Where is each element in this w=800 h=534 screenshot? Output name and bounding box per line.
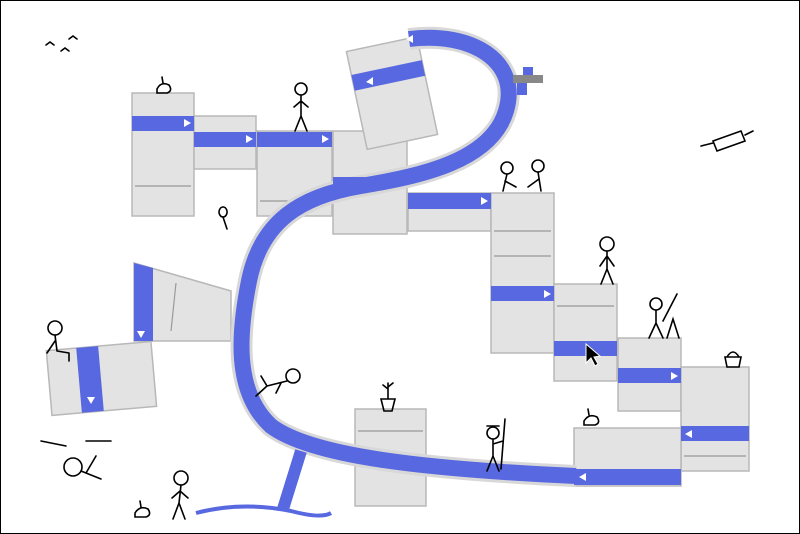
arrow-right-icon bbox=[544, 290, 551, 298]
arrow-right-icon bbox=[184, 119, 191, 127]
stick-figure-bottom-left bbox=[171, 470, 189, 520]
stick-figure-sliding bbox=[255, 368, 301, 397]
box-7 bbox=[553, 283, 618, 382]
rabbit-icon bbox=[583, 408, 600, 426]
bar-2 bbox=[194, 132, 256, 147]
box-tilted-left bbox=[45, 340, 158, 417]
bar-trapezoid bbox=[134, 263, 153, 341]
mouse-cursor-icon bbox=[585, 342, 602, 367]
stick-figure-sitting-left bbox=[46, 320, 70, 362]
bar-tilted-left bbox=[76, 346, 104, 413]
faucet-icon bbox=[513, 67, 543, 95]
arrow-left-icon bbox=[366, 77, 373, 85]
stick-figures-chess bbox=[500, 159, 545, 192]
arrow-left-icon bbox=[685, 430, 692, 438]
rabbit-icon bbox=[156, 76, 172, 94]
arrow-left-icon bbox=[406, 35, 413, 43]
balloon-icon bbox=[218, 206, 228, 230]
bar-8 bbox=[618, 368, 681, 383]
arrow-right-icon bbox=[322, 135, 329, 143]
stick-figure-drones bbox=[40, 440, 112, 480]
arrow-right-icon bbox=[481, 197, 488, 205]
box-6 bbox=[490, 192, 555, 354]
water-splash bbox=[195, 504, 333, 518]
bar-9 bbox=[681, 426, 749, 441]
stick-figure-standing bbox=[599, 236, 615, 285]
rabbit-icon bbox=[134, 500, 151, 518]
bar-3 bbox=[257, 132, 332, 147]
pipe bbox=[233, 29, 577, 484]
pipe-spout bbox=[277, 449, 307, 511]
box-9 bbox=[680, 366, 750, 472]
bar-1 bbox=[132, 116, 194, 131]
stick-figure-top bbox=[293, 82, 309, 132]
arrow-down-icon bbox=[87, 397, 95, 404]
basket-icon bbox=[724, 351, 742, 368]
arrow-down-icon bbox=[137, 331, 145, 338]
arrow-right-icon bbox=[671, 372, 678, 380]
bird-icon bbox=[45, 35, 78, 52]
satellite-icon bbox=[700, 129, 754, 153]
bar-4 bbox=[333, 177, 373, 191]
arrow-left-icon bbox=[579, 473, 586, 481]
stick-figure-telescope bbox=[648, 293, 680, 339]
bar-5 bbox=[408, 193, 491, 209]
plant-pot-icon bbox=[379, 382, 397, 412]
stick-figure-gardener bbox=[486, 418, 506, 472]
bar-6 bbox=[491, 286, 554, 301]
bar-10 bbox=[574, 469, 681, 485]
arrow-right-icon bbox=[246, 135, 253, 143]
box-1 bbox=[131, 92, 195, 217]
